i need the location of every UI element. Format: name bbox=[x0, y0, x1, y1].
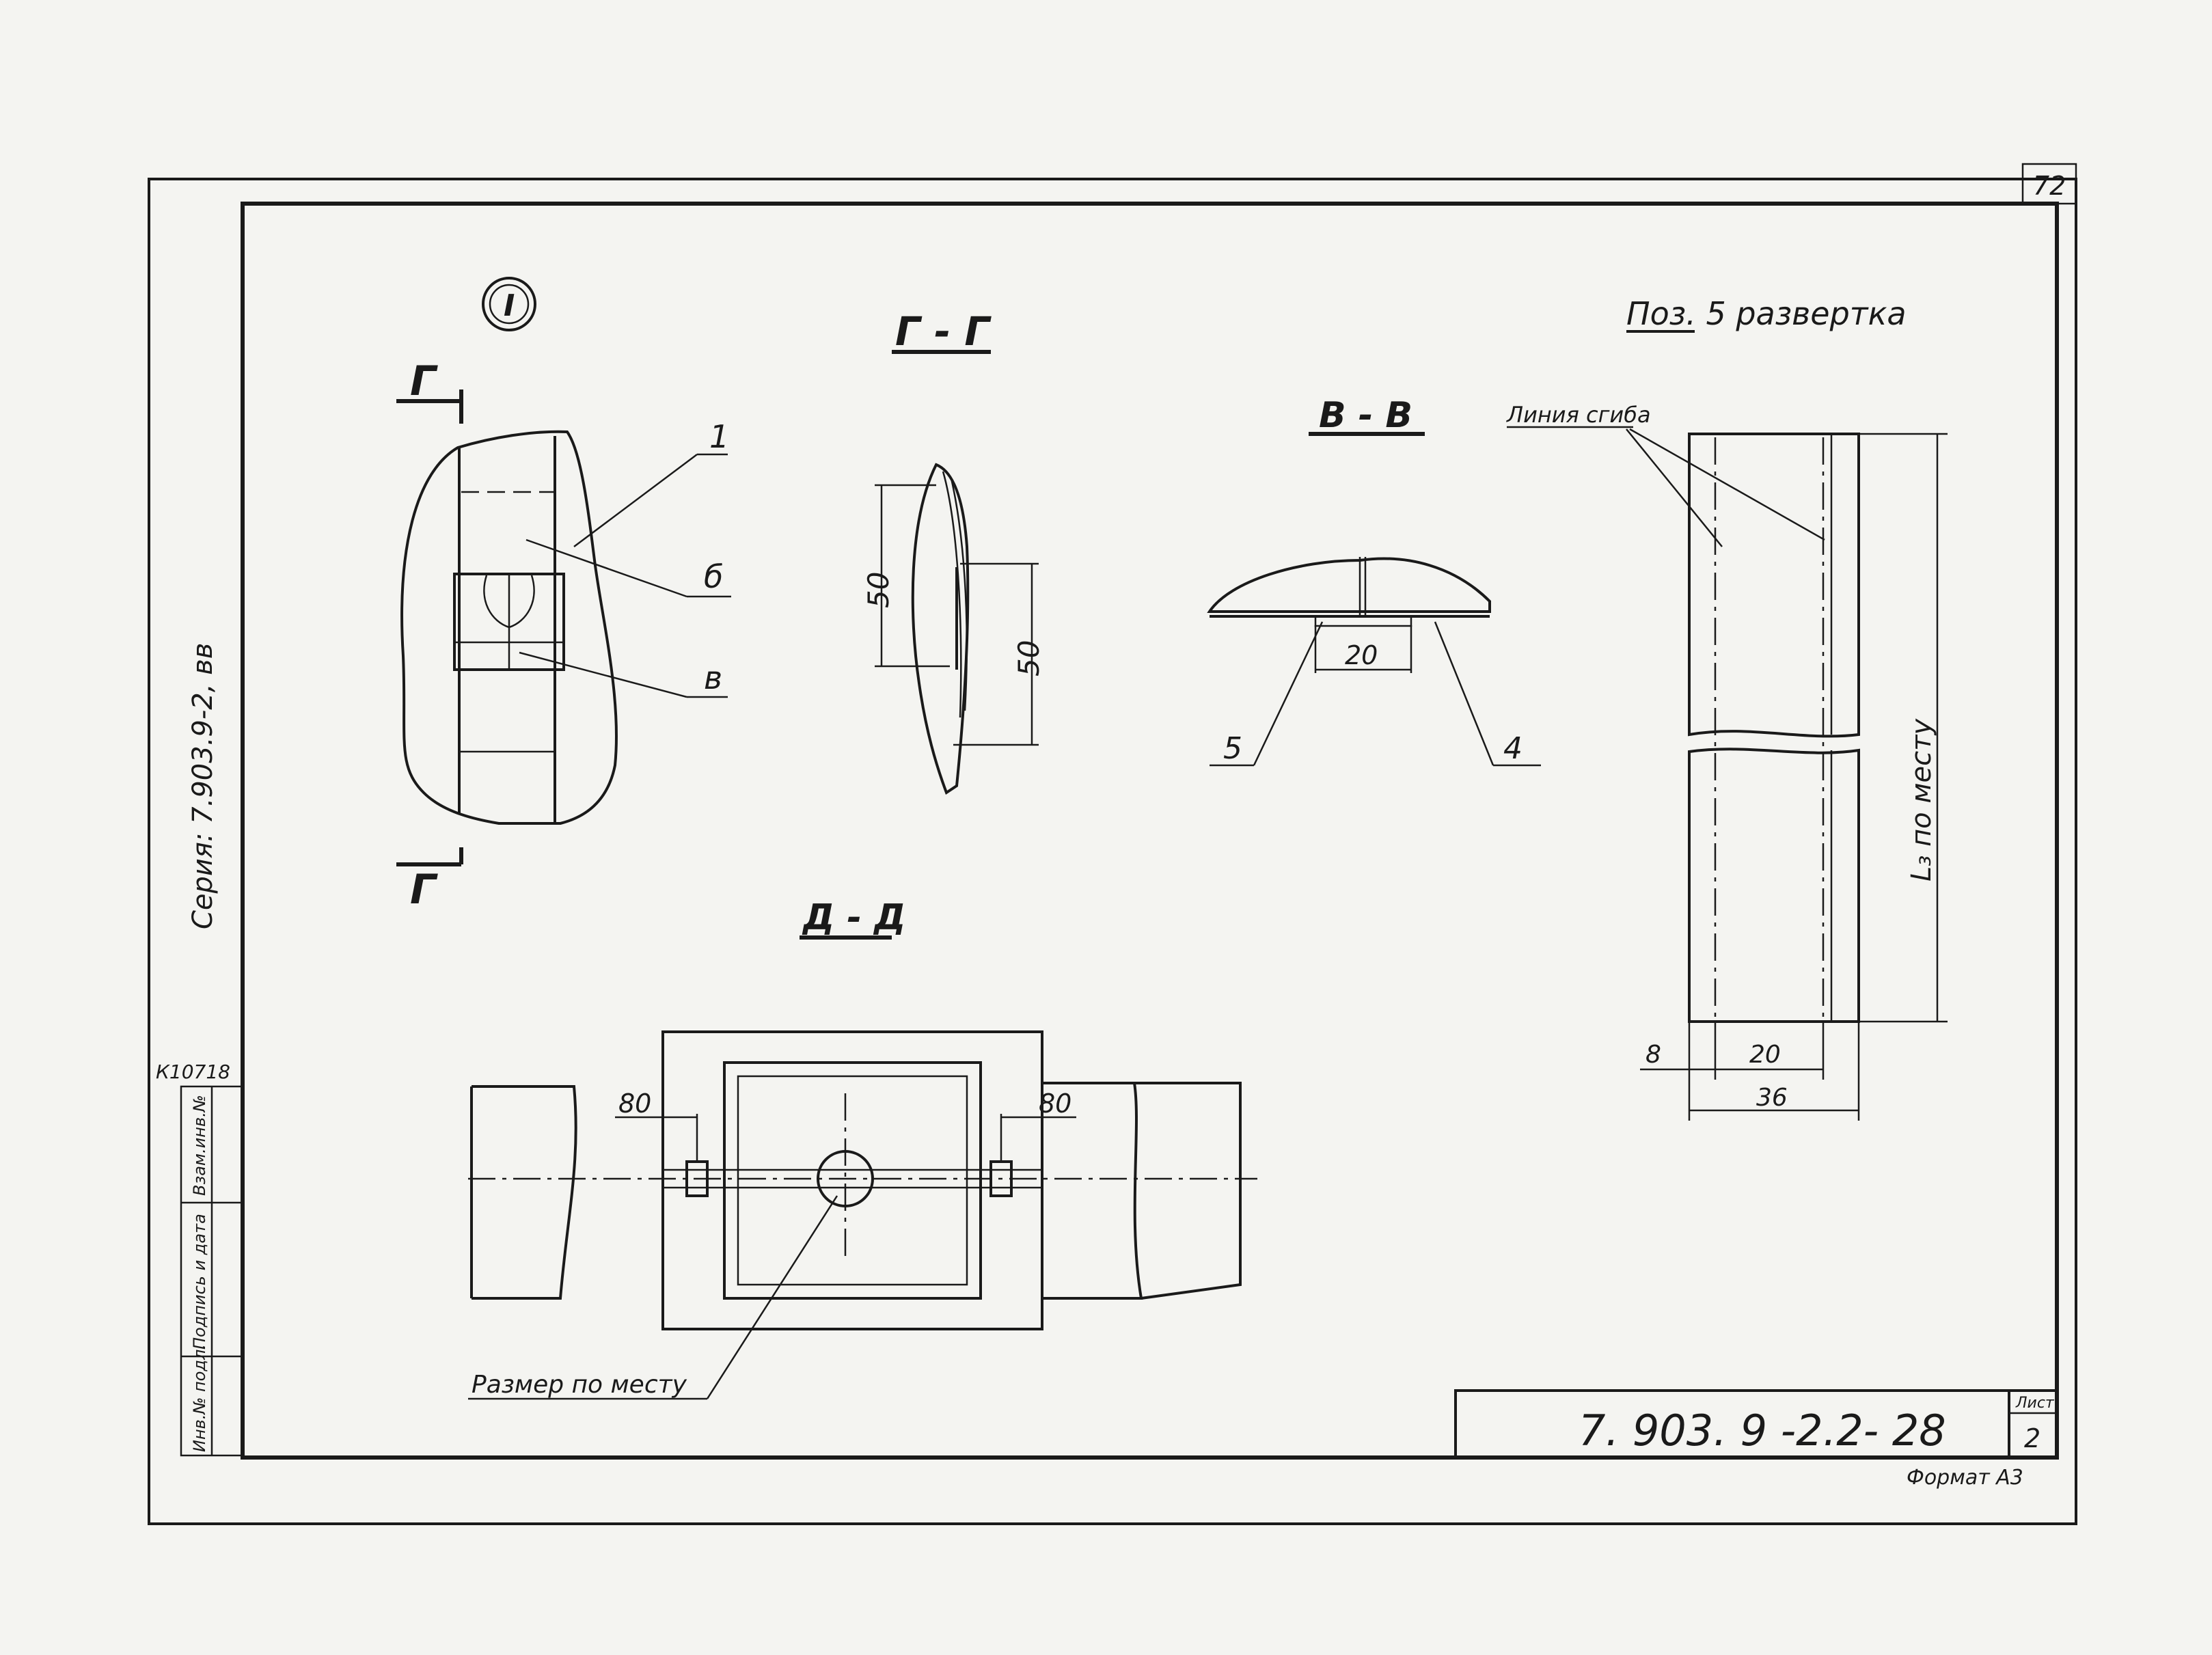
callout-4: 4 bbox=[1503, 731, 1523, 766]
dim-20: 20 bbox=[1749, 1041, 1781, 1069]
format-label: Формат А3 bbox=[1907, 1466, 2023, 1490]
code-label: К10718 bbox=[156, 1061, 230, 1083]
section-d-d: Д - Д 80 80 Размер по месту bbox=[468, 897, 1257, 1400]
dim-v-v: 20 bbox=[1345, 640, 1378, 670]
bend-line-label: Линия сгиба bbox=[1506, 402, 1651, 428]
sheet-number: 2 bbox=[2024, 1423, 2040, 1453]
dim-d-d-right: 80 bbox=[1039, 1089, 1071, 1119]
title-block: 7. 903. 9 -2.2- 28 Лист 2 Формат А3 bbox=[1454, 1389, 2058, 1490]
node-marker: I bbox=[504, 288, 515, 323]
length-label: L₃ по месту bbox=[1906, 718, 1937, 881]
dim-g-g-side: 50 bbox=[1012, 640, 1046, 676]
callout-v: в bbox=[704, 659, 722, 696]
inner-frame bbox=[241, 202, 2059, 1460]
dim-8: 8 bbox=[1646, 1041, 1661, 1069]
section-v-v: В - В 20 5 4 bbox=[1207, 395, 1541, 767]
page-number: 72 bbox=[2033, 171, 2066, 201]
section-g-g-title: Г - Г bbox=[895, 308, 992, 355]
callout-5: 5 bbox=[1223, 731, 1242, 766]
callout-1: 1 bbox=[709, 418, 729, 455]
page-number-box bbox=[2021, 163, 2077, 205]
dim-d-d-left: 80 bbox=[618, 1089, 651, 1119]
stamp-replace-inv: Взам.инв.№ bbox=[190, 1095, 209, 1196]
cut-mark-bottom: Г bbox=[410, 866, 438, 914]
cut-mark-top: Г bbox=[410, 357, 438, 405]
callout-b: б bbox=[704, 558, 723, 595]
note-size-on-site: Размер по месту bbox=[472, 1371, 687, 1399]
dim-36: 36 bbox=[1756, 1084, 1788, 1112]
section-d-d-title: Д - Д bbox=[802, 897, 905, 938]
pos5-development: Поз. 5 развертка Линия сгиба L₃ по месту… bbox=[1506, 295, 1948, 1121]
stamp-sign-date: Подпись и дата bbox=[190, 1214, 209, 1350]
section-v-v-title: В - В bbox=[1319, 395, 1412, 436]
series-label: Серия: 7.903.9-2, вв bbox=[187, 643, 219, 929]
pos5-title: Поз. 5 развертка bbox=[1626, 295, 1907, 332]
sheet-label: Лист bbox=[2015, 1395, 2055, 1412]
doc-number: 7. 903. 9 -2.2- 28 bbox=[1579, 1406, 1946, 1455]
node-marker-inner bbox=[489, 284, 530, 325]
stamp-inv-orig: Инв.№ подл. bbox=[190, 1344, 209, 1452]
node-marker-outer bbox=[482, 277, 536, 331]
outer-frame bbox=[148, 178, 2077, 1525]
dim-g-g-top: 50 bbox=[862, 572, 895, 608]
plan-view: Г Г 1 б в bbox=[396, 357, 731, 914]
side-stamp: Взам.инв.№ Подпись и дата Инв.№ подл. bbox=[180, 1085, 244, 1457]
section-g-g: Г - Г 50 50 bbox=[862, 308, 1046, 795]
